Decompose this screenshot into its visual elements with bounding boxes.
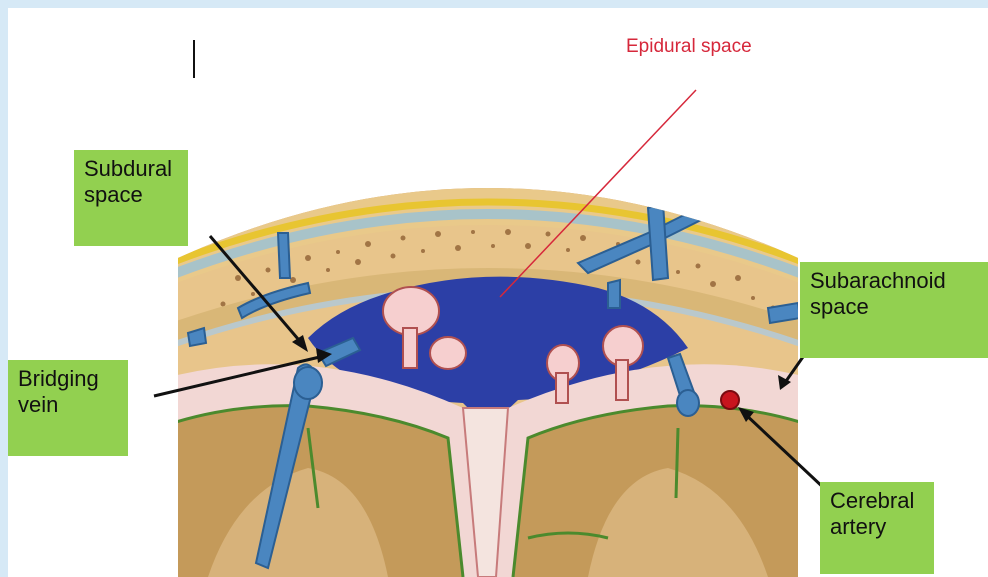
bridging-line1: Bridging bbox=[18, 366, 118, 392]
subarachnoid-line1: Subarachnoid bbox=[810, 268, 978, 294]
cross-section bbox=[158, 176, 818, 577]
epidural-space-label: Epidural space bbox=[626, 36, 752, 58]
cerebral-artery-dot bbox=[721, 391, 739, 409]
cerebral-line1: Cerebral bbox=[830, 488, 924, 514]
slide-canvas: Epidural space Subdural space Subarachno… bbox=[8, 8, 988, 577]
subdural-line1: Subdural bbox=[84, 156, 178, 182]
cerebral-artery-label: Cerebral artery bbox=[820, 482, 934, 574]
subarachnoid-line2: space bbox=[810, 294, 978, 320]
cerebral-line2: artery bbox=[830, 514, 924, 540]
bridging-vein-label: Bridging vein bbox=[8, 360, 128, 456]
subdural-line2: space bbox=[84, 182, 178, 208]
subdural-space-label: Subdural space bbox=[74, 150, 188, 246]
subarachnoid-space-label: Subarachnoid space bbox=[800, 262, 988, 358]
bridging-line2: vein bbox=[18, 392, 118, 418]
